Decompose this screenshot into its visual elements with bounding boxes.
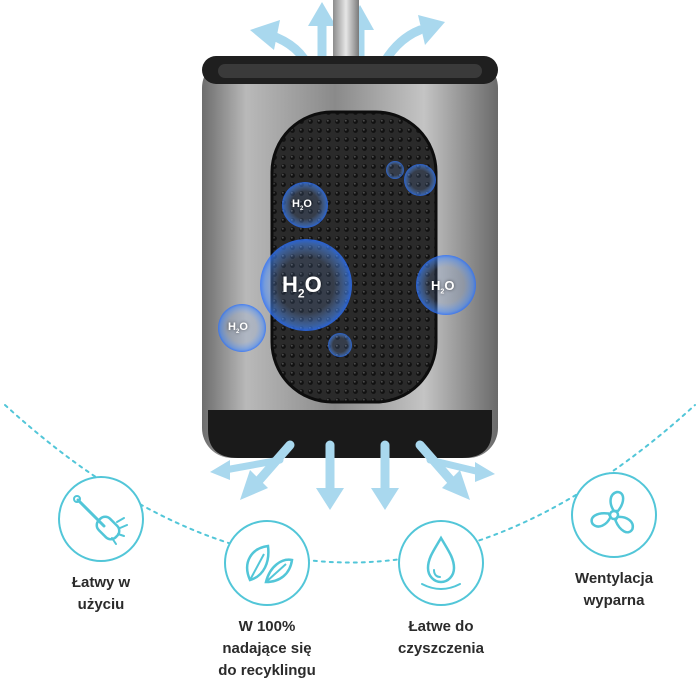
feature-label: W 100% nadające się do recyklingu [218,618,316,679]
airflow-arrows-bottom [210,440,495,510]
toilet-brush-icon [73,495,128,545]
leaves-icon [245,544,294,584]
feature-icon-ring [224,520,310,606]
feature-easy-to-use: Łatwy w użyciu [46,476,156,616]
fan-icon [590,490,635,534]
h2o-label-large: H2O [282,272,322,301]
feature-icon-ring [58,476,144,562]
feature-icon-ring [571,472,657,558]
feature-icon-ring [398,520,484,606]
feature-ventilation: Wentylacja wyparna [554,472,674,612]
h2o-label-right: H2O [431,278,455,296]
feature-label: Łatwe do czyszczenia [398,618,484,657]
h2o-label-top: H2O [292,198,312,213]
holder-base [208,410,492,458]
feature-label: Łatwy w użyciu [71,574,131,613]
water-bubbles [218,161,476,357]
feature-easy-to-clean: Łatwe do czyszczenia [378,520,504,660]
h2o-label-left: H2O [228,321,248,336]
feature-recyclable: W 100% nadające się do recyklingu [204,520,330,682]
feature-label: Wentylacja wyparna [574,570,654,609]
water-drop-icon [421,535,461,590]
